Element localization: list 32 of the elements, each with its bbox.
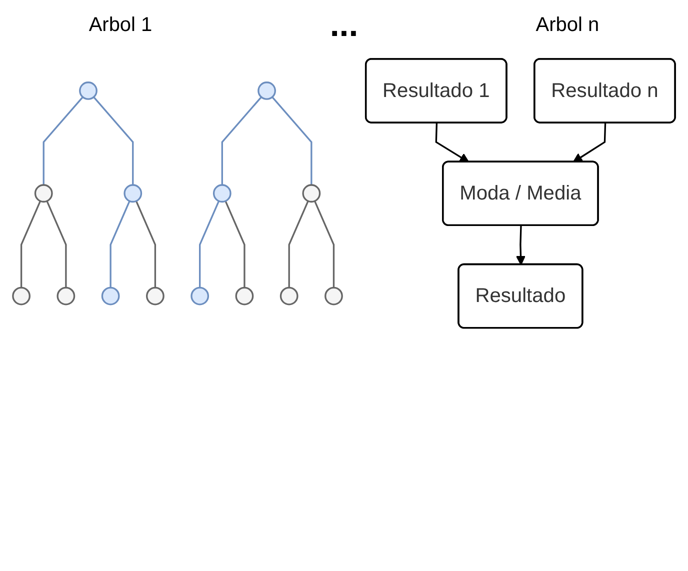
node-circle xyxy=(324,286,343,306)
node-circle xyxy=(190,286,210,306)
arrow xyxy=(435,123,470,163)
connector xyxy=(272,96,312,186)
tree-title: Arbol 1 xyxy=(88,14,152,36)
node-circle xyxy=(146,286,164,306)
connector xyxy=(314,200,335,288)
connector xyxy=(20,200,42,288)
node-circle xyxy=(79,82,98,100)
node-circle xyxy=(235,286,254,306)
connector xyxy=(93,96,134,186)
tree-title: Arbol n xyxy=(536,14,600,36)
node-circle xyxy=(56,286,76,306)
connector xyxy=(46,200,67,288)
arrow xyxy=(516,226,526,266)
node-circle xyxy=(12,286,30,306)
connector xyxy=(224,200,246,288)
connector xyxy=(135,200,156,288)
ellipsis-dots: ... xyxy=(330,6,358,44)
arrow xyxy=(572,123,606,163)
node-circle xyxy=(212,184,232,203)
node-circle xyxy=(124,184,142,203)
connector xyxy=(199,200,220,288)
node-circle xyxy=(34,184,53,203)
connector xyxy=(110,200,130,288)
node-circle xyxy=(280,286,298,306)
connector xyxy=(42,96,84,186)
node-circle xyxy=(101,286,120,306)
connector xyxy=(221,96,262,186)
node-circle xyxy=(258,82,276,100)
node-circle xyxy=(302,184,321,203)
connector xyxy=(288,200,309,288)
